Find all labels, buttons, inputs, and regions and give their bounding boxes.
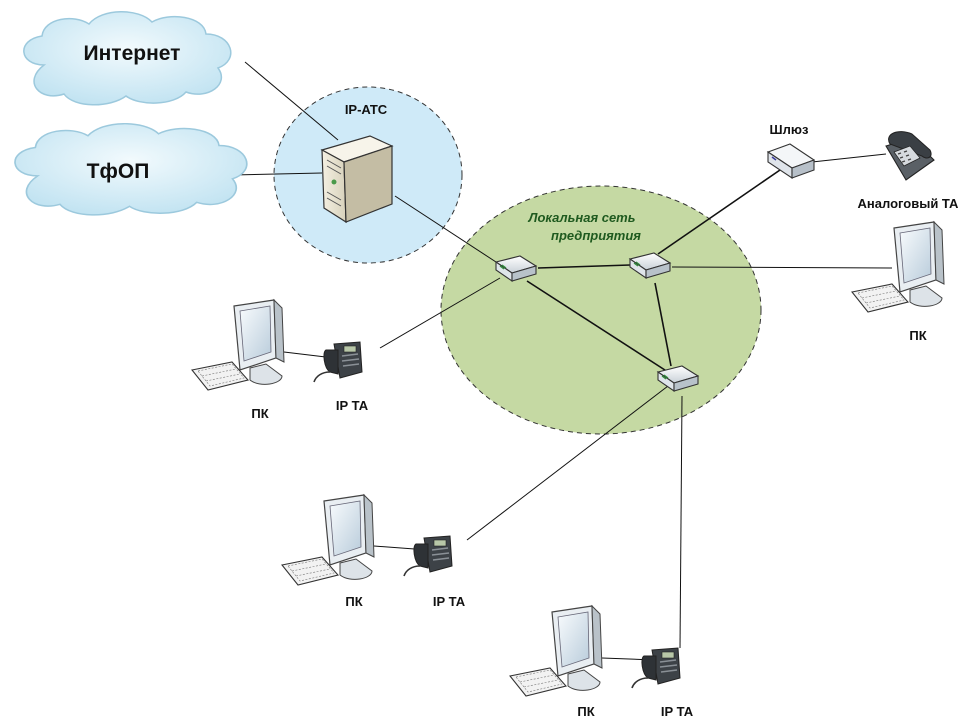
pstn-link [232, 172, 323, 176]
pc-right [851, 221, 945, 313]
lan-label-line1: Локальная сеть [528, 210, 636, 225]
ip-phone-1-label: IP ТА [336, 398, 369, 413]
analog-phone-icon [885, 131, 935, 181]
pc-1-label: ПК [251, 406, 268, 421]
gateway-icon [766, 143, 816, 180]
server-icon [320, 135, 394, 224]
pc-2-label: ПК [345, 594, 362, 609]
pc-right-link [671, 266, 893, 269]
pc-1 [191, 299, 285, 391]
analog-link [811, 153, 887, 163]
pstn-label: ТфОП [87, 160, 150, 183]
pc-2 [281, 494, 375, 586]
connections [232, 61, 893, 661]
switch-link-2 [526, 280, 669, 373]
lan-label-line2: предприятия [551, 228, 641, 243]
pbx-link [394, 195, 497, 263]
pc-3-label: ПК [577, 704, 594, 719]
ip-phone-2-label: IP ТА [433, 594, 466, 609]
phone2-link [466, 385, 669, 541]
analog-phone-label: Аналоговый ТА [858, 196, 960, 211]
ip-phone-3-label: IP ТА [661, 704, 694, 719]
pc-3 [509, 605, 603, 697]
internet-label: Интернет [84, 42, 181, 65]
switch-link-1 [537, 264, 631, 269]
ip-phone-3 [631, 647, 681, 689]
ip-phone-1 [313, 341, 363, 383]
ip-phone-2 [403, 535, 453, 577]
gateway-label: Шлюз [770, 122, 809, 137]
pc-right-label: ПК [909, 328, 926, 343]
internet-link [244, 61, 339, 141]
switch-link-3 [654, 282, 672, 367]
gateway-link [657, 169, 781, 255]
ip-pbx-label: IP-ATC [345, 102, 388, 117]
phone1-link [379, 277, 501, 349]
phone3-link [679, 395, 683, 649]
